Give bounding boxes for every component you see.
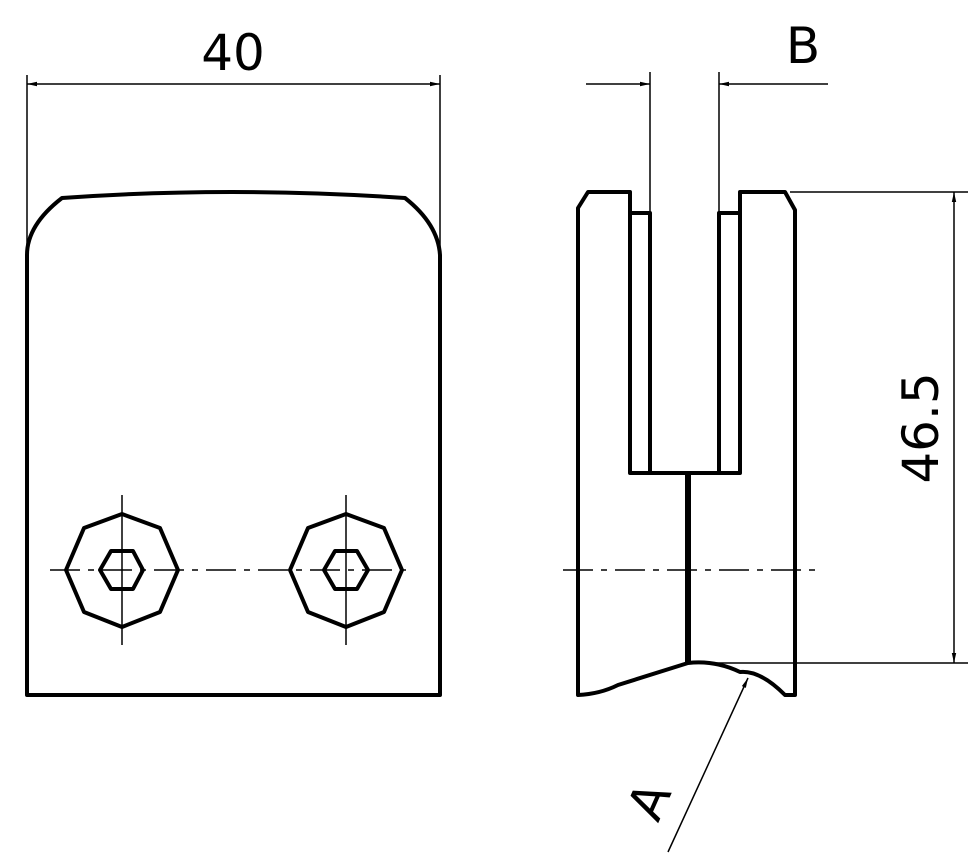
front-view: 40 — [25, 24, 442, 697]
radius-callout: A — [616, 677, 749, 853]
right-screw — [288, 495, 404, 645]
side-view-outline — [576, 190, 797, 697]
height-dimension-label: 46.5 — [892, 372, 950, 483]
left-screw — [64, 495, 180, 645]
slot-inner-walls — [628, 211, 742, 475]
width-dimension: 40 — [26, 24, 441, 250]
left-hex-socket-icon — [98, 549, 145, 591]
slot-width-dimension: B — [586, 17, 828, 213]
width-dimension-label: 40 — [201, 24, 265, 82]
slot-width-label: B — [786, 17, 820, 75]
right-hex-socket-icon — [322, 549, 370, 591]
height-dimension: 46.5 — [695, 191, 968, 664]
radius-callout-label: A — [616, 774, 683, 829]
front-view-outline — [25, 190, 442, 697]
side-view: B 46.5 A — [563, 17, 968, 853]
radius-leader-line — [667, 677, 749, 853]
